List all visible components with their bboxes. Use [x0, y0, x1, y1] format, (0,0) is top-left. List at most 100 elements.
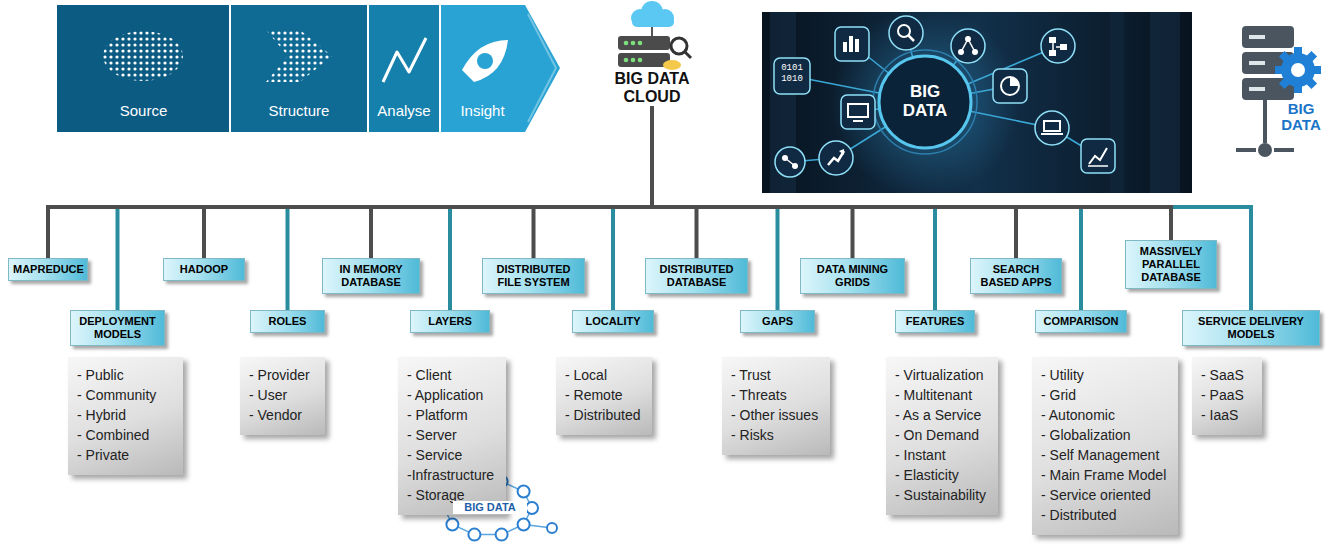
big-data-photo	[785, 158, 795, 166]
category-box: HADOOP	[163, 258, 245, 281]
big-data-photo	[951, 29, 985, 63]
server-gear-icon	[1249, 87, 1265, 91]
node-text: SERVICE DELIVERY MODELS	[1187, 315, 1315, 341]
node-text: IN MEMORY DATABASE	[327, 263, 415, 289]
node-text: - Client	[407, 365, 494, 385]
big-data-photo	[1089, 148, 1107, 164]
network-illustration	[468, 529, 480, 541]
big-data-photo	[843, 42, 847, 52]
big-data-photo	[830, 7, 1020, 197]
big-data-photo	[993, 69, 1027, 103]
category-box: COMPARISON	[1035, 310, 1127, 333]
big-data-photo	[1053, 43, 1060, 50]
cloud-server-icon	[685, 52, 691, 58]
node-text: - SaaS	[1201, 365, 1250, 385]
binary-icon-text: 0101 1010	[777, 63, 807, 85]
big-data-photo	[1041, 29, 1075, 63]
item-list-box: - Provider- User- Vendor	[240, 357, 325, 435]
network-illustration	[496, 475, 508, 487]
node-text: MASSIVELY PARALLEL DATABASE	[1130, 245, 1212, 284]
node-text: FEATURES	[900, 315, 970, 328]
item-list-box: - SaaS- PaaS- IaaS	[1192, 357, 1262, 435]
tree-connector	[534, 107, 653, 258]
server-gear-icon	[1249, 61, 1265, 65]
item-list-box: - Client- Application- Platform- Server-…	[398, 357, 506, 515]
network-illustration	[446, 519, 458, 531]
process-step: Source	[57, 5, 230, 132]
node-text: - Autonomic	[1041, 405, 1166, 425]
network-caption: BIG DATA	[453, 501, 527, 514]
node-text: - Server	[407, 425, 494, 445]
node-text: - Self Management	[1041, 445, 1166, 465]
category-box: DISTRIBUTED DATABASE	[645, 258, 748, 294]
node-text: - Trust	[731, 365, 818, 385]
insight-icon	[462, 40, 508, 82]
category-box: GAPS	[740, 310, 815, 333]
big-data-photo	[951, 29, 985, 63]
node-text: - Remote	[565, 385, 640, 405]
node-text: MAPREDUCE	[13, 263, 83, 276]
node-text: - Main Frame Model	[1041, 465, 1166, 485]
item-list-box: - Utility- Grid- Autonomic- Globalizatio…	[1032, 357, 1178, 535]
big-data-photo	[774, 58, 810, 94]
network-illustration	[518, 486, 530, 498]
cloud-server-icon	[663, 60, 681, 70]
big-data-photo	[1081, 139, 1115, 173]
tree-connector	[652, 107, 1251, 310]
node-text: - Application	[407, 385, 494, 405]
category-box: FEATURES	[895, 310, 975, 333]
node-text: - Sustainability	[895, 485, 986, 505]
structure-icon	[266, 30, 332, 82]
big-data-photo	[1041, 133, 1063, 135]
node-text: - Hybrid	[77, 405, 171, 425]
node-text: Analyse	[377, 102, 430, 119]
category-box: DISTRIBUTED FILE SYSTEM	[482, 258, 585, 294]
big-data-photo	[1035, 111, 1069, 145]
category-box: MASSIVELY PARALLEL DATABASE	[1125, 240, 1217, 289]
tree-connector	[652, 107, 697, 258]
network-illustration	[444, 481, 532, 534]
big-data-photo	[853, 120, 863, 122]
process-banner	[368, 5, 440, 132]
insight-icon	[477, 53, 493, 69]
big-data-photo	[1081, 139, 1115, 173]
process-banner	[230, 5, 368, 132]
network-illustration	[419, 465, 557, 541]
network-illustration	[547, 523, 557, 533]
item-list-box: - Virtualization- Multitenant- As a Serv…	[886, 357, 998, 515]
big-data-photo	[993, 69, 1027, 103]
source-icon	[103, 31, 183, 81]
category-box: DATA MINING GRIDS	[800, 258, 905, 294]
node-text: - Private	[77, 445, 171, 465]
server-gear-icon	[1291, 63, 1305, 77]
node-text: - PaaS	[1201, 385, 1250, 405]
analyse-icon	[383, 38, 426, 82]
node-text: - Utility	[1041, 365, 1166, 385]
node-text: - Vendor	[249, 405, 313, 425]
cloud-server-icon	[618, 36, 670, 50]
cloud-server-icon	[651, 27, 653, 36]
big-data-photo	[1088, 165, 1108, 167]
cloud-server-icon	[631, 41, 636, 46]
node-text: COMPARISON	[1040, 315, 1122, 328]
node-text: - User	[249, 385, 313, 405]
big-data-photo	[1035, 111, 1069, 145]
network-illustration	[518, 519, 530, 531]
node-text: - Virtualization	[895, 365, 986, 385]
node-text: - Storage	[407, 485, 494, 505]
big-data-photo	[1150, 12, 1180, 193]
process-step: Structure	[230, 5, 368, 132]
node-text: - Public	[77, 365, 171, 385]
big-data-photo	[889, 16, 923, 50]
node-text: - Service oriented	[1041, 485, 1166, 505]
item-list-box: - Trust- Threats- Other issues- Risks	[722, 357, 830, 455]
tree-connector	[371, 107, 652, 258]
process-banner	[528, 14, 556, 122]
cloud-server-icon	[638, 41, 643, 46]
structure-icon	[266, 30, 332, 82]
big-data-photo	[1010, 77, 1019, 86]
